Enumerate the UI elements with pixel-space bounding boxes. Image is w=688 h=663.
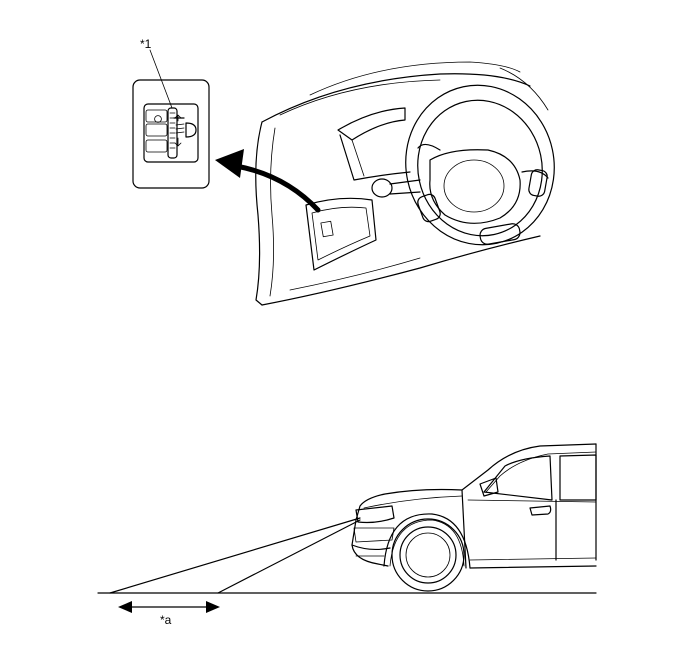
headlight-leveling-symbol-icon xyxy=(173,114,197,147)
front-window xyxy=(483,455,553,501)
headlight xyxy=(355,505,395,524)
beam-lower xyxy=(217,519,361,594)
callout-leader-1 xyxy=(149,49,173,109)
beam-range-arrow xyxy=(118,601,220,613)
inset-frame xyxy=(132,79,210,189)
range-callout-label: *a xyxy=(160,613,172,627)
light-beam xyxy=(109,517,361,594)
vehicle-illustration xyxy=(97,443,597,594)
switch-body xyxy=(143,103,199,163)
switch-callout-label: *1 xyxy=(140,37,152,51)
beam-upper xyxy=(109,517,361,594)
location-arrow xyxy=(215,149,321,213)
switch-inset xyxy=(132,49,210,189)
front-wheel xyxy=(391,518,465,592)
leveling-switch-location xyxy=(320,220,334,238)
rear-window xyxy=(559,454,597,501)
dashboard-illustration xyxy=(255,61,555,306)
